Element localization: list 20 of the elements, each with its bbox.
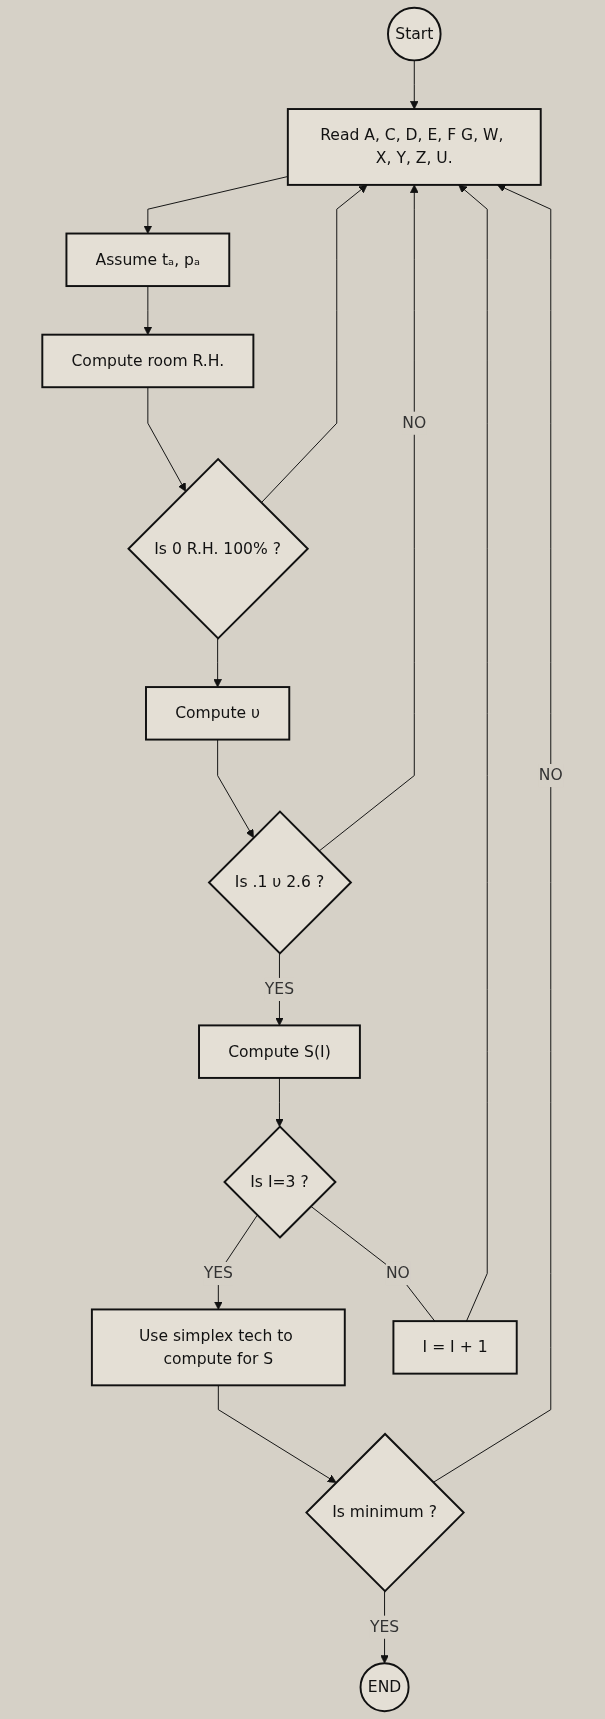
edge-label: NO bbox=[538, 765, 563, 785]
edge-label: NO bbox=[402, 413, 427, 432]
node-diamond: Is minimum ? bbox=[305, 1432, 466, 1593]
node-circle: Start bbox=[387, 6, 442, 62]
node-box: Compute S(I) bbox=[198, 1024, 361, 1079]
node-diamond: Is .1 υ 2.6 ? bbox=[207, 810, 353, 955]
edge-label: NO bbox=[385, 1263, 410, 1283]
edge-label: YES bbox=[264, 979, 295, 999]
node-diamond: Is 0 R.H. 100% ? bbox=[127, 457, 310, 640]
node-box: I = I + 1 bbox=[392, 1320, 518, 1375]
node-box: Use simplex tech to compute for S bbox=[90, 1308, 346, 1387]
node-box: Compute υ bbox=[145, 686, 291, 741]
node-diamond: Is I=3 ? bbox=[223, 1125, 337, 1239]
edge-label: YES bbox=[203, 1263, 233, 1283]
node-box: Read A, C, D, E, F G, W, X, Y, Z, U. bbox=[286, 108, 542, 186]
node-circle: END bbox=[359, 1662, 410, 1713]
connector bbox=[310, 1205, 436, 1322]
edge-label: YES bbox=[369, 1617, 400, 1636]
node-box: Assume tₐ, pₐ bbox=[65, 232, 231, 288]
node-box: Compute room R.H. bbox=[41, 333, 255, 389]
